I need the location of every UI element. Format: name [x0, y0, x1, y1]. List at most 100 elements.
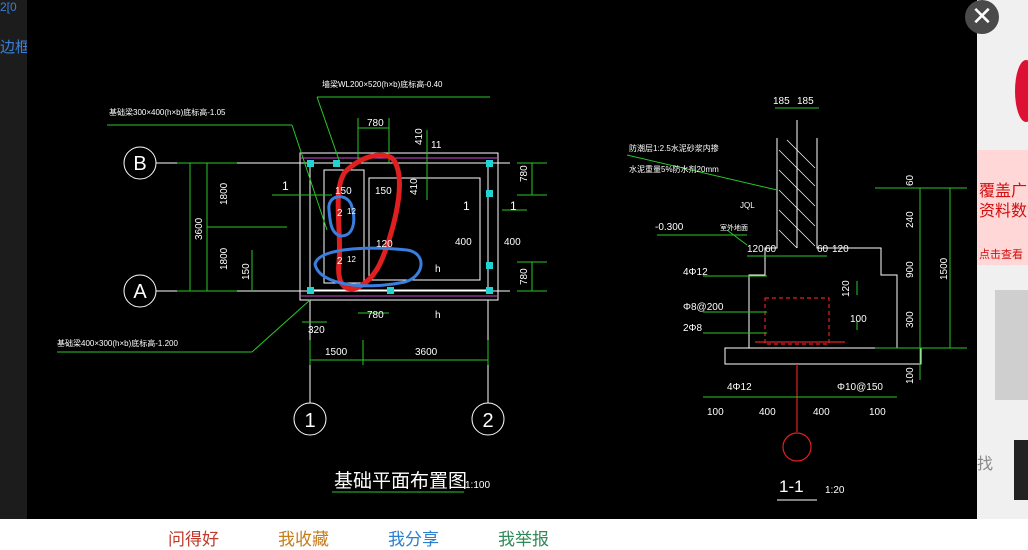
ad-banner-text: 覆盖广 资料数 [979, 182, 1027, 222]
note-wall-beam: 墙梁WL200×520(h×b)底标高-0.40 [322, 79, 443, 89]
dim-410-top: 410 [414, 128, 425, 145]
section-outline [724, 120, 922, 365]
image-viewer: B A 1 2 墙梁WL200×520(h×b)底标高-0.40 基础梁300×… [27, 0, 999, 519]
section-dimension-lines [626, 107, 967, 398]
sec-outdoor: 室外地面 [720, 223, 748, 232]
action-favorite[interactable]: 我收藏 [278, 530, 329, 549]
sec-60: 60 [905, 174, 916, 186]
section-cushion [724, 347, 922, 365]
dim-400-in: 400 [455, 237, 472, 248]
sec-4phi12-a: 4Φ12 [683, 267, 708, 278]
sec-300: 300 [905, 311, 916, 328]
blue-annotation-2 [313, 246, 423, 288]
plan-scale: 1:100 [465, 480, 490, 491]
dim-1800-b: 1800 [219, 247, 230, 270]
section-title: 1-1 [779, 477, 804, 496]
dim-150-a: 150 [335, 186, 352, 197]
sec-elev: -0.300 [655, 222, 684, 233]
right-edge-text: 找 [977, 456, 994, 473]
pit-right [368, 177, 481, 281]
dim-h-in: h [435, 264, 441, 275]
left-backdrop [0, 0, 27, 549]
axis-label-1: 1 [304, 410, 315, 432]
dim-780-r1: 780 [519, 165, 530, 182]
left-edge-text-top: 2[0 [0, 0, 17, 14]
action-like[interactable]: 问得好 [168, 530, 219, 549]
ad-banner-cta[interactable]: 点击查看 [979, 249, 1023, 261]
sec-jql: JQL [740, 201, 755, 210]
sec-400-a: 400 [759, 407, 776, 418]
sec-phi10: Φ10@150 [837, 382, 883, 393]
sec-185-b: 185 [797, 96, 814, 107]
dim-12-b: 12 [347, 255, 356, 264]
action-report[interactable]: 我举报 [498, 530, 549, 549]
sec-2phi8: 2Φ8 [683, 323, 703, 334]
dim-780-bot: 780 [367, 310, 384, 321]
blue-annotation-1 [327, 195, 356, 238]
sec-120-b: 120 [832, 244, 849, 255]
left-edge-text: 边框 [0, 39, 31, 56]
sec-60-b: 60 [817, 244, 829, 255]
foundation-outer [299, 152, 499, 301]
sec-100-d: 100 [905, 367, 916, 384]
sec-900: 900 [905, 261, 916, 278]
sec-4phi12-b: 4Φ12 [727, 382, 752, 393]
dim-410-mid: 410 [409, 178, 420, 195]
sec-100-a: 100 [850, 314, 867, 325]
sec-185-a: 185 [773, 96, 790, 107]
dim-780-r2: 780 [519, 268, 530, 285]
dim-780-top: 780 [367, 118, 384, 129]
close-button[interactable]: ✕ [965, 0, 999, 34]
sec-1500: 1500 [939, 257, 950, 280]
dim-150-v: 150 [241, 263, 252, 280]
sec-phi8: Φ8@200 [683, 302, 724, 313]
dim-2-a: 2 [337, 208, 343, 219]
plan-labels: B A 1 2 墙梁WL200×520(h×b)底标高-0.40 基础梁300×… [57, 79, 530, 492]
dim-120: 120 [376, 239, 393, 250]
qr-code [1014, 440, 1028, 500]
sec-120-a: 120 [747, 244, 764, 255]
axis-label-a: A [133, 281, 147, 303]
sec-120-c: 120 [841, 280, 852, 297]
sec-400-b: 400 [813, 407, 830, 418]
ad-line-2: 资料数 [979, 203, 1028, 220]
dim-3600-v: 3600 [194, 217, 205, 240]
dim-400-out: 400 [504, 237, 521, 248]
axis-label-b: B [133, 153, 146, 175]
dim-3600-h: 3600 [415, 347, 438, 358]
ad-banner[interactable] [977, 150, 1028, 265]
action-share[interactable]: 我分享 [388, 530, 439, 549]
section-rebar [755, 297, 845, 462]
plan-cyan-columns [307, 160, 493, 294]
dim-11-top: 11 [431, 140, 442, 151]
sec-240: 240 [905, 211, 916, 228]
dim-150-b: 150 [375, 186, 392, 197]
dim-1800-a: 1800 [219, 182, 230, 205]
note-foundation-beam-bottom: 基础梁400×300(h×b)底标高-1.200 [57, 338, 178, 348]
note-foundation-beam-top: 基础梁300×400(h×b)底标高-1.05 [109, 107, 226, 117]
section-labels: 185 185 防潮层1:2.5水泥砂浆内掺 水泥重量5%防水剂20mm JQL… [629, 96, 950, 496]
dim-1-far: 1 [510, 199, 517, 213]
dim-1500: 1500 [325, 347, 348, 358]
dim-2-b: 2 [337, 256, 343, 267]
sec-100-c: 100 [869, 407, 886, 418]
dim-320: 320 [308, 325, 325, 336]
sec-60-a: 60 [765, 244, 777, 255]
plan-title: 基础平面布置图 [334, 470, 467, 492]
dim-12-a: 12 [347, 207, 356, 216]
ad-person-image [995, 290, 1028, 400]
sec-100-b: 100 [707, 407, 724, 418]
cad-drawing: B A 1 2 墙梁WL200×520(h×b)底标高-0.40 基础梁300×… [57, 79, 967, 501]
sec-note-2: 水泥重量5%防水剂20mm [629, 164, 719, 174]
ad-line-1: 覆盖广 [979, 183, 1028, 200]
red-annotation-circle [335, 152, 402, 292]
section-scale: 1:20 [825, 485, 845, 496]
plan-magenta-lines [300, 157, 498, 297]
avatar [1015, 60, 1028, 122]
dim-1-right: 1 [463, 199, 470, 213]
dim-1-left: 1 [282, 179, 289, 193]
axis-label-2: 2 [482, 410, 493, 432]
dim-h-out: h [435, 310, 441, 321]
action-bar [0, 519, 1028, 549]
sec-note-1: 防潮层1:2.5水泥砂浆内掺 [629, 143, 719, 153]
